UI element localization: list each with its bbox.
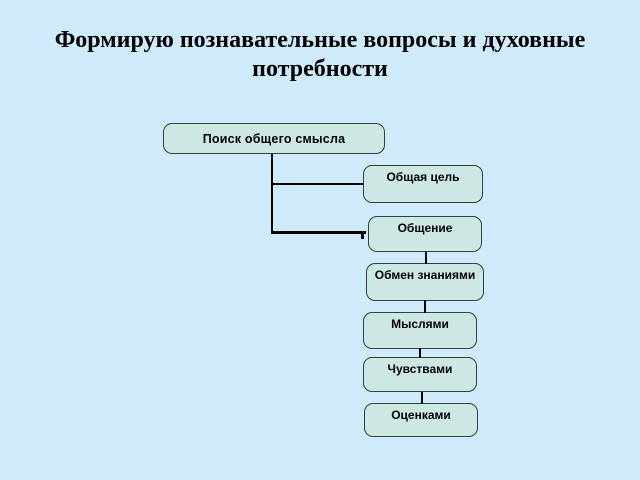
connector-branch-obshchenie [271, 231, 366, 234]
node-chuvstvami: Чувствами [363, 357, 477, 392]
node-obshchaya-tsel: Общая цель [363, 165, 483, 203]
slide-title-line-1: Формирую познавательные вопросы и духовн… [54, 27, 586, 53]
connector-branch-obshchenie-end [361, 231, 364, 239]
connector-chuvstvami-otsenkami [421, 392, 423, 404]
node-myslyami: Мыслями [363, 312, 477, 349]
connector-obmen-myslyami [424, 300, 426, 313]
node-poisk-obshchego-smysla: Поиск общего смысла [163, 123, 385, 154]
connector-root-vertical [271, 154, 273, 234]
connector-obshchenie-obmen [425, 252, 427, 264]
connector-myslyami-chuvstvami [419, 348, 421, 358]
node-otsenkami: Оценками [364, 403, 478, 437]
connector-branch-obshchaya-tsel [271, 183, 363, 185]
node-obshchenie: Общение [368, 216, 482, 252]
slide-title: Формирую познавательные вопросы и духовн… [0, 26, 640, 84]
slide-title-line-2: потребности [252, 56, 388, 82]
node-obmen-znaniyami: Обмен знаниями [366, 263, 484, 301]
